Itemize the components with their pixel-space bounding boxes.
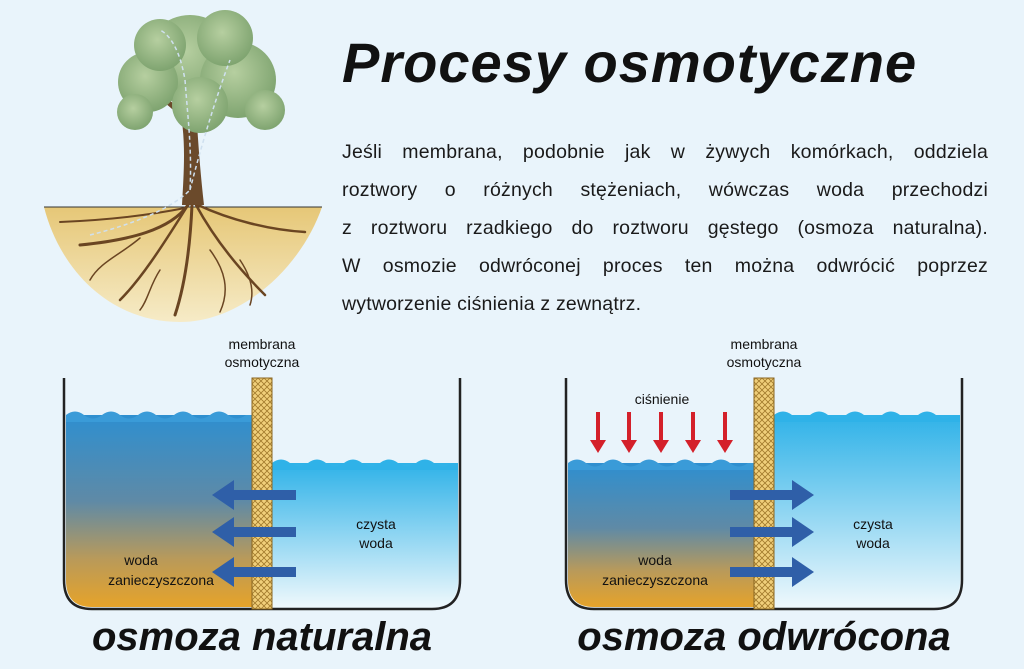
clean-water-label-right-1: czysta [853,516,893,532]
page-title: Procesy osmotyczne [342,31,918,94]
tree-trunk [180,108,204,205]
dirty-water-label-right-2: zanieczyszczona [602,572,708,588]
description-line: wytworzenie ciśnienia z zewnątrz. [342,293,642,315]
description-line: W osmozie odwróconej proces ten można od… [342,255,988,277]
pressure-arrows [590,412,733,453]
clean-water-label-right-2: woda [855,535,890,551]
flow-arrows-right [730,480,814,587]
caption-left: osmoza naturalna [92,615,432,659]
dirty-water-right [568,463,754,607]
dirty-water-label-right-1: woda [637,552,672,568]
clean-water-label-left-2: woda [358,535,393,551]
tree-illustration [44,10,322,322]
tree-canopy [117,10,285,133]
dirty-water-label-left-2: zanieczyszczona [108,572,214,588]
caption-right: osmoza odwrócona [577,615,950,659]
left-diagram: membrana osmotyczna czysta woda woda zan… [62,336,462,659]
membrane-label-right-2: osmotyczna [727,354,802,370]
right-diagram: membrana osmotyczna ciśnienie czysta wod… [564,336,964,659]
membrane-label-left-2: osmotyczna [225,354,300,370]
description-line: Jeśli membrana, podobnie jak w żywych ko… [342,141,988,163]
clean-water-label-left-1: czysta [356,516,396,532]
dirty-water-left [66,415,252,607]
soil-mound [44,207,322,322]
clean-water-right [774,415,960,607]
description-line: roztwory o różnych stężeniach, wówczas w… [342,179,988,201]
pressure-label: ciśnienie [635,391,690,407]
description-line: z roztworu rzadkiego do roztworu gęstego… [342,217,988,239]
water-flow-lines [89,29,231,236]
membrane-label-left-1: membrana [229,336,296,352]
flow-arrows-left [212,480,296,587]
membrane-label-right-1: membrana [731,336,798,352]
clean-water-left [272,463,458,607]
tree-roots [59,203,307,317]
description-text: Jeśli membrana, podobnie jak w żywych ko… [342,133,988,323]
dirty-water-label-left-1: woda [123,552,158,568]
